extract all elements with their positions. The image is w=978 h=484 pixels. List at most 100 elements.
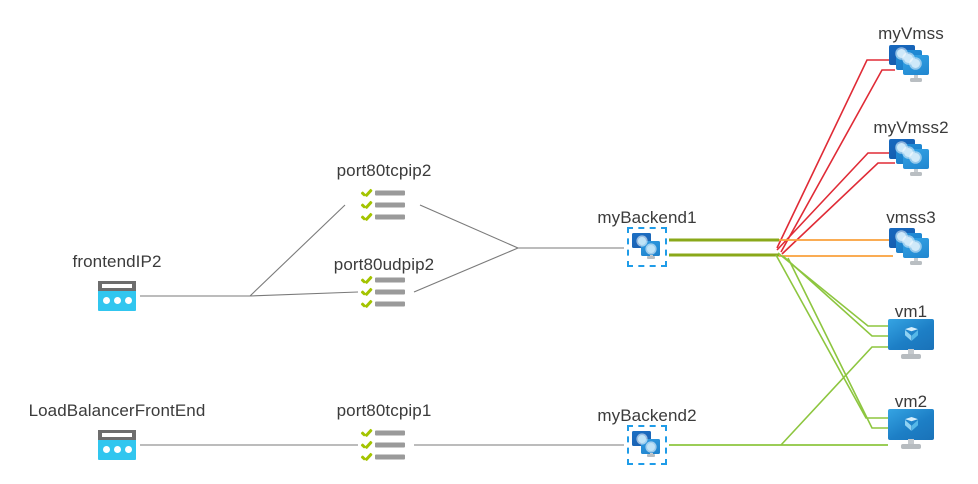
- gear-icon: [897, 49, 906, 58]
- check-icon: [361, 429, 373, 438]
- node-label-port80tcpip2: port80tcpip2: [336, 161, 432, 180]
- rule-row: [361, 214, 407, 221]
- gear-icon: [897, 143, 906, 152]
- edge-junction-to-vm2-b: [787, 257, 888, 429]
- check-icon: [361, 441, 373, 450]
- monitor-screen: [888, 319, 934, 350]
- monitor-stand: [647, 454, 655, 457]
- cube-right: [911, 420, 918, 431]
- virtual-machine-scale-set-icon[interactable]: [889, 139, 933, 177]
- cube-top: [905, 327, 918, 332]
- gear-icon: [911, 153, 920, 162]
- rule-row: [361, 301, 407, 308]
- monitor-stand: [910, 172, 922, 176]
- monitor-stand: [910, 78, 922, 82]
- check-icon: [361, 453, 373, 462]
- backend-pool-icon-selected[interactable]: [627, 425, 667, 465]
- rule-bar: [375, 202, 405, 208]
- gear-icon: [646, 442, 655, 451]
- monitor-neck: [914, 258, 918, 262]
- load-balancing-rule-icon[interactable]: [361, 277, 407, 308]
- rule-row: [361, 454, 407, 461]
- load-balancing-rule-icon[interactable]: [361, 190, 407, 221]
- frontend-ip-icon-bar: [98, 430, 136, 440]
- rule-row: [361, 190, 407, 197]
- node-label-frontendip2: frontendIP2: [72, 252, 162, 271]
- edge-port80tcpip2-to-merge: [419, 204, 519, 249]
- edge-split-to-port80tcpip2: [249, 204, 346, 297]
- monitor-stand: [647, 256, 655, 259]
- node-label-loadbalancerfrontend: LoadBalancerFrontEnd: [28, 401, 206, 420]
- cube-icon: [905, 417, 918, 432]
- load-balancing-rule-icon[interactable]: [361, 430, 407, 461]
- node-label-vm1: vm1: [894, 302, 928, 321]
- cube-right: [911, 330, 918, 341]
- gear-icon: [911, 242, 920, 251]
- rule-bar: [375, 190, 405, 196]
- frontend-ip-icon-dots: [103, 297, 132, 304]
- virtual-machine-scale-set-icon[interactable]: [889, 45, 933, 83]
- node-label-mybackend1: myBackend1: [597, 208, 697, 227]
- node-label-port80tcpip1: port80tcpip1: [336, 401, 432, 420]
- edge-junction-to-myvmss-b: [780, 69, 895, 253]
- rule-row: [361, 442, 407, 449]
- gear-icon: [904, 148, 913, 157]
- backend-pool-icon-selected[interactable]: [627, 227, 667, 267]
- cube-icon: [905, 327, 918, 342]
- edge-junction-to-vm2-a: [775, 254, 888, 419]
- node-label-mybackend2: myBackend2: [597, 406, 697, 425]
- scale-set-glyph: [632, 233, 662, 261]
- rule-bar: [375, 442, 405, 448]
- rule-bar: [375, 454, 405, 460]
- monitor-screen: [888, 409, 934, 440]
- gear-icon: [911, 59, 920, 68]
- node-label-vmss3: vmss3: [886, 208, 936, 227]
- rule-row: [361, 202, 407, 209]
- frontend-ip-icon[interactable]: [98, 430, 136, 460]
- gear-icon: [904, 54, 913, 63]
- monitor-stand: [910, 261, 922, 265]
- monitor-neck: [914, 169, 918, 173]
- node-label-vm2: vm2: [894, 392, 928, 411]
- edge-mybackend2-to-vm1: [780, 346, 888, 446]
- node-label-port80udpip2: port80udpip2: [333, 255, 435, 274]
- rule-bar: [375, 277, 405, 283]
- rule-bar: [375, 214, 405, 220]
- frontend-ip-icon-dots: [103, 446, 132, 453]
- rule-row: [361, 277, 407, 284]
- monitor-neck: [908, 439, 914, 444]
- edge-split-to-port80udpip2: [249, 291, 359, 297]
- check-icon: [361, 276, 373, 285]
- rule-bar: [375, 430, 405, 436]
- gear-icon: [637, 434, 646, 443]
- frontend-ip-icon-bar: [98, 281, 136, 291]
- gear-icon: [646, 244, 655, 253]
- cube-top: [905, 417, 918, 422]
- check-icon: [361, 300, 373, 309]
- monitor-stand: [901, 444, 921, 449]
- monitor-stand: [901, 354, 921, 359]
- rule-row: [361, 430, 407, 437]
- frontend-ip-icon[interactable]: [98, 281, 136, 311]
- virtual-machine-scale-set-icon[interactable]: [889, 228, 933, 266]
- monitor-neck: [908, 349, 914, 354]
- cube-left: [905, 330, 912, 341]
- rule-bar: [375, 289, 405, 295]
- rule-bar: [375, 301, 405, 307]
- check-icon: [361, 213, 373, 222]
- cube-left: [905, 420, 912, 431]
- scale-set-glyph: [632, 431, 662, 459]
- virtual-machine-icon[interactable]: [888, 409, 934, 451]
- virtual-machine-icon[interactable]: [888, 319, 934, 361]
- check-icon: [361, 201, 373, 210]
- edge-junction-to-vm1-b: [782, 255, 888, 337]
- node-label-myvmss: myVmss: [878, 24, 944, 43]
- node-label-myvmss2: myVmss2: [873, 118, 949, 137]
- check-icon: [361, 288, 373, 297]
- rule-row: [361, 289, 407, 296]
- edge-junction-to-myvmss-a: [776, 59, 890, 249]
- gear-icon: [637, 236, 646, 245]
- edge-junction-to-vm1-a: [777, 252, 888, 327]
- check-icon: [361, 189, 373, 198]
